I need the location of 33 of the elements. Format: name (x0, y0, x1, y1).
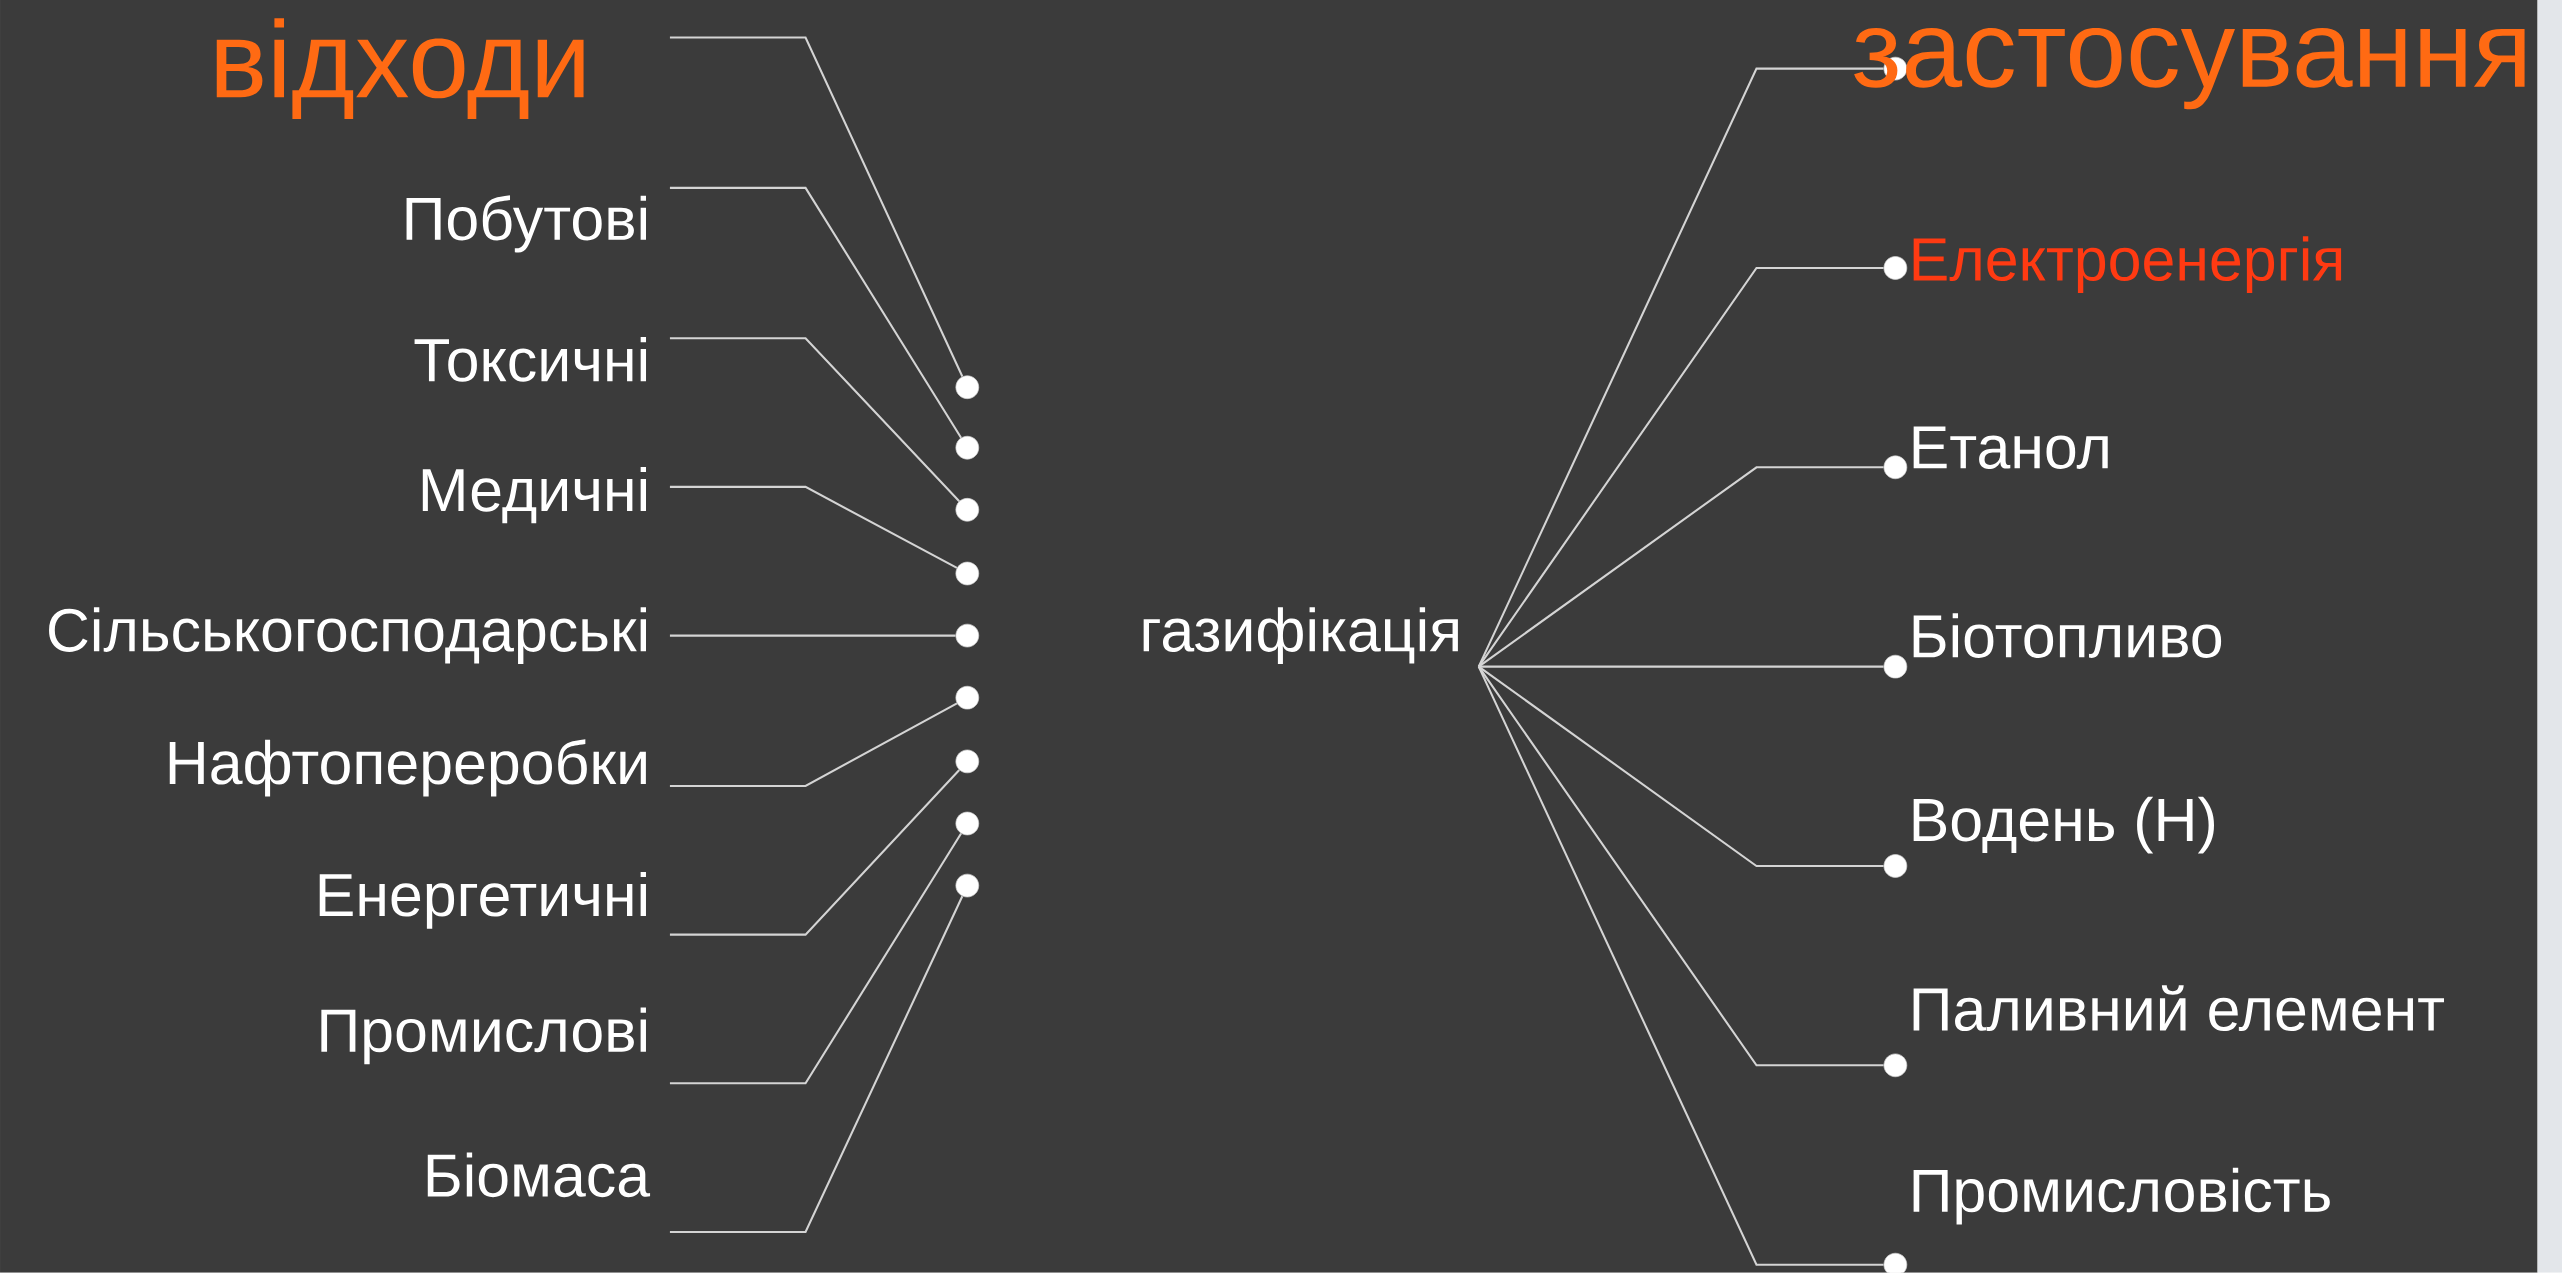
connector-line (669, 186, 962, 439)
waste-label: Токсичні (414, 337, 646, 382)
heading: застосування (1854, 28, 2525, 110)
application-label: Етанол (1913, 426, 2108, 469)
connector-line (1477, 267, 1884, 668)
waste-label: Енергетичні (319, 872, 646, 929)
connector-line (669, 634, 956, 637)
application-label: Промисловість (1913, 1167, 2330, 1225)
connector-line (669, 833, 962, 1085)
connector-line (669, 485, 958, 569)
connector-line (1477, 666, 1884, 1067)
process-label: газифікація (1143, 607, 1458, 665)
heading: відходи (216, 18, 584, 120)
connector-line (669, 337, 960, 502)
connector-line (1478, 466, 1884, 668)
waste-label: Побутові (406, 195, 646, 253)
waste-label: Нафтопереробки (169, 739, 646, 797)
application-label: Біотопливо (1913, 613, 2222, 659)
waste-label: Медичні (422, 467, 646, 524)
waste-label: Промислові (321, 1007, 646, 1065)
connector-line (1478, 665, 1884, 868)
application-label: Водень (H) (1913, 796, 2214, 854)
connector-line (1477, 67, 1884, 668)
connector-line (1478, 665, 1884, 668)
connector-line (669, 895, 964, 1234)
application-label: Електроенергія (1913, 236, 2342, 294)
application-label: Паливний елемент (1913, 985, 2444, 1032)
connector-line (669, 702, 958, 788)
waste-label: Біомаса (427, 1152, 651, 1198)
connector-line (669, 769, 960, 936)
waste-label: Сільськогосподарські (49, 607, 646, 665)
connector-line (1477, 666, 1884, 1266)
connector-line (669, 36, 964, 378)
